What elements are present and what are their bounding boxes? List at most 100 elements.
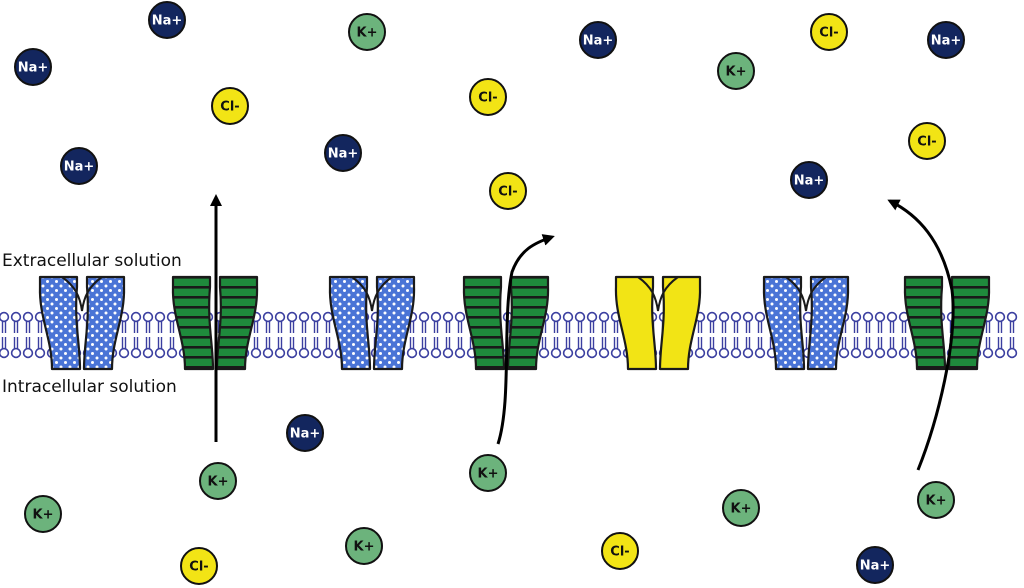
channel-subunit xyxy=(947,275,991,371)
lipid-head xyxy=(550,311,562,323)
na-ion: Na+ xyxy=(148,1,186,39)
lipid-head xyxy=(862,347,874,359)
lipid-head xyxy=(430,311,442,323)
lipid-head xyxy=(322,311,334,323)
cl-ion-circle xyxy=(180,547,218,585)
k-ion-label: K+ xyxy=(33,508,54,523)
channel-subunit xyxy=(82,275,126,371)
na-ion-circle xyxy=(927,21,965,59)
na-ion-circle xyxy=(14,48,52,86)
k-channel xyxy=(903,275,991,371)
pore-outline xyxy=(61,276,103,312)
cl-ion-circle xyxy=(810,13,848,51)
channel-subunit xyxy=(328,275,372,371)
lipid-head xyxy=(286,311,298,323)
k-channel xyxy=(462,275,550,371)
lipid-head xyxy=(742,311,754,323)
channel-subunit xyxy=(38,275,82,371)
cl-ion-circle xyxy=(908,122,946,160)
na-ion-label: Na+ xyxy=(64,160,95,175)
na-channel xyxy=(328,275,416,371)
na-ion: Na+ xyxy=(286,414,324,452)
k-ion-label: K+ xyxy=(357,26,378,41)
lipid-head xyxy=(574,311,586,323)
lipid-head xyxy=(442,347,454,359)
k-ion: K+ xyxy=(917,481,955,519)
lipid-head xyxy=(874,311,886,323)
cl-ion-label: Cl- xyxy=(610,545,629,560)
lipid-head xyxy=(994,347,1006,359)
na-ion: Na+ xyxy=(579,21,617,59)
lipid-head xyxy=(562,347,574,359)
k-ion-circle xyxy=(469,454,507,492)
cl-ion-circle xyxy=(489,172,527,210)
cl-ion-circle xyxy=(469,78,507,116)
lipid-head xyxy=(442,311,454,323)
lipid-head xyxy=(718,347,730,359)
cl-ion: Cl- xyxy=(489,172,527,210)
channel-subunit xyxy=(215,275,259,371)
k-ion: K+ xyxy=(348,13,386,51)
pore-outline xyxy=(351,276,393,312)
channel-subunit xyxy=(171,275,215,371)
cl-ion-label: Cl- xyxy=(220,100,239,115)
k-ion-label: K+ xyxy=(354,540,375,555)
na-ion-label: Na+ xyxy=(931,34,962,49)
lipid-head xyxy=(298,311,310,323)
channels xyxy=(38,275,991,371)
k-ion-circle xyxy=(717,52,755,90)
lipid-head xyxy=(262,347,274,359)
lipid-head xyxy=(598,347,610,359)
channel-subunit xyxy=(762,275,806,371)
k-ion-label: K+ xyxy=(726,65,747,80)
k-ion: K+ xyxy=(722,489,760,527)
lipid-head xyxy=(286,347,298,359)
lipid-head xyxy=(22,311,34,323)
k-ion: K+ xyxy=(199,462,237,500)
na-ion-label: Na+ xyxy=(794,174,825,189)
lipid-head xyxy=(898,347,910,359)
lipid-head xyxy=(406,347,418,359)
lipid-head xyxy=(610,347,622,359)
na-ion-circle xyxy=(286,414,324,452)
lipid-head xyxy=(742,347,754,359)
cl-ion: Cl- xyxy=(180,547,218,585)
lipid-head xyxy=(130,311,142,323)
lipid-head xyxy=(982,347,994,359)
k-ion-circle xyxy=(199,462,237,500)
lipid-head xyxy=(994,311,1006,323)
cl-ion-label: Cl- xyxy=(478,91,497,106)
lipid-head xyxy=(706,311,718,323)
ions: Na+ Na+ Na+ Na+ Na+ Na+ Na+ Na+ Na+ K+ K+ K+ K+ K+ K+ K… xyxy=(14,1,965,585)
lipid-head xyxy=(730,311,742,323)
lipid-head xyxy=(298,347,310,359)
na-channel xyxy=(762,275,850,371)
k-ion-circle xyxy=(348,13,386,51)
lipid-head xyxy=(454,347,466,359)
lipid-head xyxy=(34,347,46,359)
lipid-head xyxy=(754,347,766,359)
lipid-head xyxy=(706,347,718,359)
lipid-head xyxy=(142,311,154,323)
lipid-head xyxy=(0,347,10,359)
lipid-head xyxy=(850,347,862,359)
k-ion-circle xyxy=(917,481,955,519)
k-ion: K+ xyxy=(469,454,507,492)
cl-ion-label: Cl- xyxy=(819,26,838,41)
lipid-head xyxy=(886,347,898,359)
intracellular-label: Intracellular solution xyxy=(2,377,177,397)
na-ion-label: Na+ xyxy=(328,147,359,162)
lipid-head xyxy=(154,347,166,359)
k-ion-circle xyxy=(24,495,62,533)
lipid-head xyxy=(454,311,466,323)
k-ion-label: K+ xyxy=(478,467,499,482)
cl-ion-circle xyxy=(211,87,249,125)
pore-outline xyxy=(785,276,827,312)
na-ion: Na+ xyxy=(60,147,98,185)
k-ion-circle xyxy=(345,527,383,565)
na-ion: Na+ xyxy=(856,546,894,584)
channel-subunit xyxy=(903,275,947,371)
na-ion: Na+ xyxy=(927,21,965,59)
na-ion: Na+ xyxy=(14,48,52,86)
na-ion-circle xyxy=(324,134,362,172)
